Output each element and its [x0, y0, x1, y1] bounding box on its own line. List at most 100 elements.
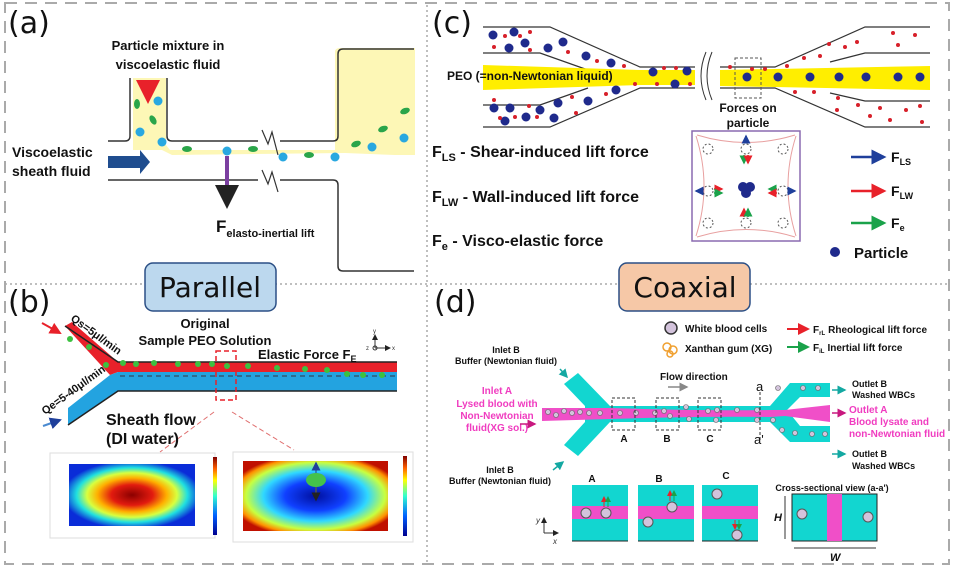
- peo-core-stream: [483, 65, 695, 90]
- panel-c: (c): [432, 6, 930, 262]
- svg-text:y: y: [373, 329, 376, 335]
- zoom-region: [215, 350, 237, 401]
- channel-wall: [166, 78, 258, 142]
- inlet-label: viscoelastic fluid: [116, 57, 221, 72]
- inlet-b-bottom-arrow-icon: [552, 461, 565, 471]
- width-label: W: [830, 552, 842, 564]
- inlet-a-label: Non-Newtonian: [460, 411, 533, 422]
- particles: [67, 336, 385, 378]
- sheath-flow-label: (DI water): [106, 431, 179, 448]
- velocity-heatmap: [49, 452, 217, 539]
- detail-label: A: [588, 474, 595, 485]
- sheath-stream: [68, 372, 397, 425]
- peo-label: PEO (=non-Newtonian liquid): [447, 69, 613, 83]
- inlet-a-label: fluid(XG sol.): [466, 423, 528, 434]
- svg-text:z: z: [366, 346, 369, 352]
- outlet-b-bottom-label: Washed WBCs: [852, 461, 915, 471]
- zoom-line: [231, 411, 295, 451]
- force-legend: FLS FLW Fe Particle: [830, 149, 914, 262]
- channel-wall: [280, 48, 414, 142]
- inlet-a-label: Inlet A: [482, 386, 512, 397]
- section-a-label: a: [756, 379, 764, 394]
- axes-icon: y x z: [366, 329, 395, 352]
- xg-legend: Xanthan gum (XG): [685, 344, 772, 355]
- height-label: H: [774, 512, 783, 524]
- panel-c-letter: (c): [432, 6, 472, 41]
- svg-text:x: x: [392, 346, 395, 352]
- box-label: B: [663, 434, 670, 445]
- outlet-a-label: Blood lysate and: [849, 417, 929, 428]
- coaxial-badge: Coaxial: [618, 262, 751, 312]
- sheath-inlet-arrow-icon: [42, 417, 62, 429]
- xy-axes-icon: y x: [535, 516, 559, 546]
- detail-c: [702, 485, 758, 542]
- particles-small: [134, 99, 410, 158]
- particle: [306, 473, 326, 487]
- inlet-b-top-arrow-icon: [558, 368, 568, 379]
- sheath-flow-label: Sheath flow: [106, 412, 196, 429]
- channel-break-icon: [700, 51, 713, 101]
- wbc-particles: [545, 385, 828, 437]
- outlet-a-label: non-Newtonian fluid: [849, 429, 945, 440]
- panel-a: (a) Particle mixture in viscoelastic flu…: [8, 6, 415, 272]
- channel-wall: [720, 26, 930, 128]
- detail-label: B: [655, 474, 662, 485]
- channel-wall: [280, 179, 414, 272]
- zoom-line: [159, 411, 215, 453]
- xanthan-gum-icon: [662, 342, 678, 358]
- inlet-label: Particle mixture in: [112, 38, 225, 53]
- inlet-b-bottom-label: Buffer (Newtonian fluid): [449, 476, 551, 486]
- channel-break-icon: [261, 129, 279, 193]
- outlet-b-top-label: Outlet B: [852, 379, 887, 389]
- viscoelastic-fluid-region: [133, 48, 415, 155]
- svg-text:Particle: Particle: [854, 245, 908, 262]
- box-label: C: [706, 434, 713, 445]
- inlet-a-label: Lysed blood with: [456, 399, 537, 410]
- svg-text:FLW: FLW: [891, 183, 914, 201]
- panel-d-letter: (d): [434, 285, 476, 320]
- elastic-force-label: Elastic Force FE: [258, 347, 357, 364]
- channel-wall: [483, 26, 695, 128]
- parallel-badge: Parallel: [144, 262, 277, 312]
- detail-b: [638, 485, 694, 542]
- original-label: Original: [180, 316, 229, 331]
- coaxial-label: Coaxial: [633, 271, 736, 304]
- detail-label: C: [722, 471, 729, 482]
- zoom-region: [734, 57, 762, 99]
- inlet-b-top-label: Buffer (Newtonian fluid): [455, 356, 557, 366]
- sample-inlet-arrow-icon: [41, 322, 62, 334]
- panel-b: (b) Qs=5μl/min Qe=5-40μl/min Original Sa…: [8, 285, 414, 543]
- sheath-label: sheath fluid: [12, 163, 91, 179]
- sheath-arrow-icon: [108, 150, 150, 174]
- section-a-prime-label: a': [754, 432, 764, 447]
- definition-fls: FLS - Shear-induced lift force: [432, 144, 649, 164]
- particles-large: [488, 27, 925, 126]
- outlet-a-label: Outlet A: [849, 405, 888, 416]
- panel-a-letter: (a): [8, 6, 50, 41]
- wbc-legend: White blood cells: [685, 324, 768, 335]
- definition-fe: Fe - Visco-elastic force: [432, 233, 603, 253]
- stress-heatmap: [232, 451, 414, 543]
- wbc-icon: [664, 321, 678, 335]
- box-label: A: [620, 434, 627, 445]
- forces-on-particle-label: particle: [727, 116, 770, 130]
- particles-small: [492, 30, 924, 124]
- cross-section-view: H W: [774, 493, 878, 564]
- svg-text:Fe: Fe: [891, 215, 905, 233]
- svg-text:y: y: [535, 516, 541, 525]
- outlet-b-top-label: Washed WBCs: [852, 390, 915, 400]
- svg-text:x: x: [552, 537, 558, 546]
- inlet-b-top-label: Inlet B: [492, 345, 520, 355]
- channel-wall: [64, 325, 397, 426]
- forces-cross-section: [691, 130, 801, 242]
- peo-core-stream: [720, 66, 930, 90]
- sheath-label: Viscoelastic: [12, 144, 93, 160]
- detail-a: [572, 485, 628, 542]
- definition-flw: FLW - Wall-induced lift force: [432, 189, 639, 209]
- outlet-b-bottom-label: Outlet B: [852, 449, 887, 459]
- inspection-boxes: [611, 392, 761, 440]
- channel-wall: [108, 78, 131, 142]
